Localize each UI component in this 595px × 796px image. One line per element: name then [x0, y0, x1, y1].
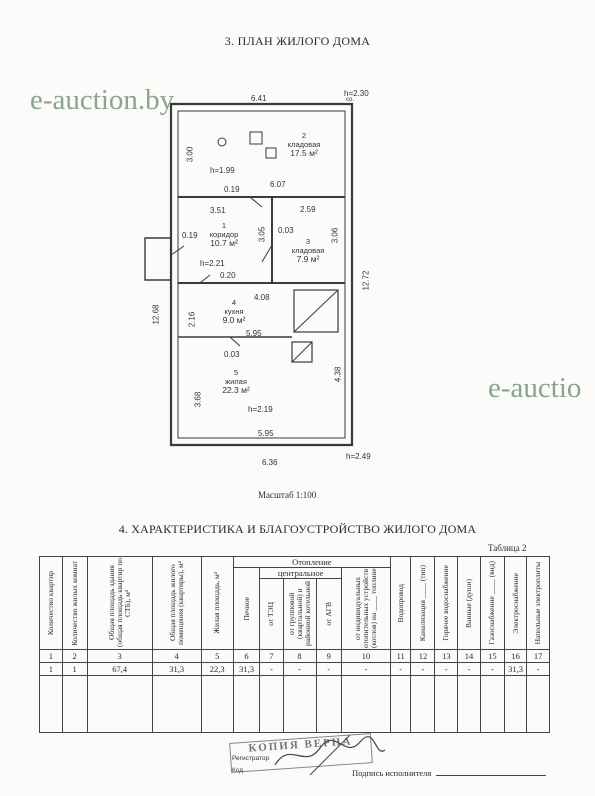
dim-wall-d: 0.20: [220, 271, 236, 280]
dim-wall-a: 0.19: [224, 185, 240, 194]
dim-h-living: h=2.19: [248, 405, 273, 414]
dim-width-259: 2.59: [300, 205, 316, 214]
header-cell: Ванные (души): [457, 556, 481, 650]
header-cell: от АГВ: [315, 578, 343, 650]
dim-top-width: 6.41: [251, 94, 267, 103]
watermark-top: e-auction.by: [30, 84, 175, 116]
dim-wall-b: 0.19: [182, 231, 198, 240]
header-cell: Печное: [232, 567, 261, 650]
dim-width-595a: 5.95: [246, 329, 262, 338]
plan-title: 3. ПЛАН ЖИЛОГО ДОМА: [224, 34, 371, 48]
heating-group: Отопление: [232, 556, 392, 568]
dim-bottom-width: 6.36: [262, 458, 278, 467]
dim-h-store: h=1.99: [210, 166, 235, 175]
dim-total-left: 12.68: [151, 304, 161, 325]
header-cell: Количество жилых комнат: [61, 556, 88, 650]
floor-plan-drawing: [144, 102, 354, 447]
table-empty-row: [39, 675, 550, 733]
header-cell: Количество квартир: [39, 556, 63, 650]
dim-h-bottom: h=2.49: [346, 452, 371, 461]
header-cell: Газоснабжение ____ (вид): [479, 556, 505, 650]
plan-scale: Масштаб 1:100: [258, 490, 317, 500]
dim-top-right-h: h=2.30: [344, 89, 369, 98]
stamp-registrar: Регистратор: [232, 755, 270, 762]
dim-store-height: 3.00: [185, 146, 195, 163]
header-cell: от ТЭЦ: [259, 578, 284, 650]
central-group: центральное: [259, 567, 343, 579]
dim-width-595b: 5.95: [258, 429, 274, 438]
characteristics-title: 4. ХАРАКТЕРИСТИКА И БЛАГОУСТРОЙСТВО ЖИЛО…: [118, 522, 477, 536]
dim-top-right-note: co.: [346, 97, 355, 103]
header-cell: Общая площадь здания (общая площадь квар…: [86, 556, 153, 650]
dim-h-corridor: h=2.21: [200, 259, 225, 268]
header-cell: Напольные электроплиты: [526, 556, 550, 650]
dim-wall-e: 0.03: [224, 350, 240, 359]
dim-height-438: 4.38: [333, 366, 343, 383]
handwritten-signature: [274, 734, 386, 776]
characteristics-table: Количество квартир Количество жилых комн…: [39, 556, 550, 733]
header-cell: от индивидуальных отопительных устройств…: [341, 567, 392, 650]
dim-width-351: 3.51: [210, 206, 226, 215]
signature-label: Подпись исполнителя: [352, 768, 547, 778]
dim-width-607: 6.07: [270, 180, 286, 189]
header-cell: Жилая площадь, м²: [200, 556, 234, 650]
dim-total-right: 12.72: [361, 270, 371, 291]
header-cell: Общая площадь жилого помещения (квартиры…: [151, 556, 202, 650]
table-label: Таблица 2: [488, 543, 527, 553]
header-cell: Водопровод: [390, 556, 412, 650]
dim-living-h: 3.68: [193, 391, 203, 408]
dim-kitchen-h: 2.16: [187, 311, 197, 328]
dim-width-305: 3.05: [257, 226, 267, 243]
header-cell: Канализация ____ (тип): [410, 556, 436, 650]
header-cell: Горячее водоснабжение: [434, 556, 459, 650]
dim-wall-c: 0.03: [278, 226, 294, 235]
watermark-right: e-auctio: [488, 372, 582, 404]
header-cell: от групповой (квартальной) и районной ко…: [282, 578, 317, 650]
stamp-code: Код: [232, 767, 244, 774]
header-cell: Электроснабжение: [503, 556, 528, 650]
dim-width-408: 4.08: [254, 293, 270, 302]
